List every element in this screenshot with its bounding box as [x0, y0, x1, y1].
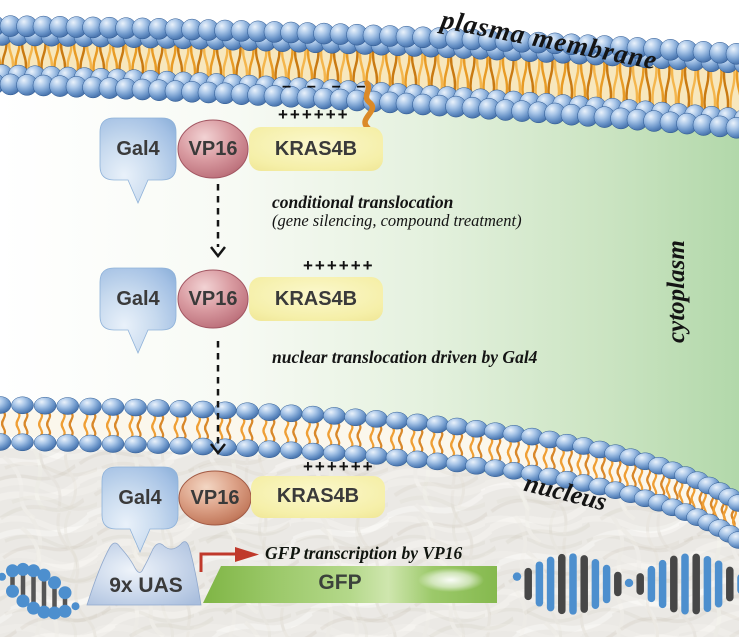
- vp16-label: VP16: [190, 487, 240, 509]
- kras4b-shape: [251, 476, 385, 518]
- translocation-arrows: [210, 184, 226, 456]
- vp16-shape: [177, 119, 249, 179]
- gfp-label: GFP: [318, 571, 362, 594]
- dna-helix-left: [0, 562, 80, 620]
- kras4b-label: KRAS4B: [276, 485, 360, 507]
- arrowhead-1: [210, 246, 226, 259]
- kras-positive-charges: ++++++: [303, 457, 375, 476]
- lipid-anchor-tail: [362, 80, 376, 131]
- kras4b-label: KRAS4B: [274, 138, 358, 160]
- gfp-transcription-text: GFP transcription by VP16: [265, 543, 463, 563]
- uas-label: 9x UAS: [109, 574, 183, 597]
- plasma-membrane-bilayer: [0, 15, 739, 139]
- vp16-label: VP16: [188, 138, 238, 160]
- kras4b-label: KRAS4B: [274, 288, 358, 310]
- arrowhead-2: [210, 443, 226, 456]
- dna-helix-right: [512, 553, 739, 615]
- nuclear-membrane-bilayer: [0, 396, 739, 549]
- fusion-complex-cytoplasm: [99, 267, 383, 355]
- conditional-translocation-text: conditional translocation: [272, 192, 454, 212]
- gfp-glow-highlight: [418, 568, 484, 592]
- transcription-arrowhead: [235, 547, 259, 562]
- conditional-detail-text: (gene silencing, compound treatment): [272, 211, 522, 230]
- gal4-shape: [101, 466, 179, 554]
- membrane-negative-charges: − − − −: [282, 79, 366, 96]
- uas-element-shape: [86, 541, 202, 606]
- fusion-complex-membrane: [99, 117, 383, 205]
- kras4b-shape: [249, 127, 383, 171]
- vp16-shape: [177, 269, 249, 329]
- vp16-label: VP16: [188, 288, 238, 310]
- cytoplasm-label: cytoplasm: [663, 240, 690, 343]
- nuclear-translocation-text: nuclear translocation driven by Gal4: [272, 347, 538, 367]
- gal4-label: Gal4: [116, 288, 160, 310]
- gal4-shape: [99, 117, 177, 205]
- kras-positive-charges: ++++++: [278, 105, 350, 124]
- kras4b-shape: [249, 277, 383, 321]
- transcription-start-arrow: [199, 552, 235, 572]
- gal4-label: Gal4: [118, 487, 162, 509]
- kras-positive-charges: ++++++: [303, 256, 375, 275]
- gal4-shape: [99, 267, 177, 355]
- gal4-label: Gal4: [116, 138, 160, 160]
- fusion-complex-nucleus: [101, 466, 385, 554]
